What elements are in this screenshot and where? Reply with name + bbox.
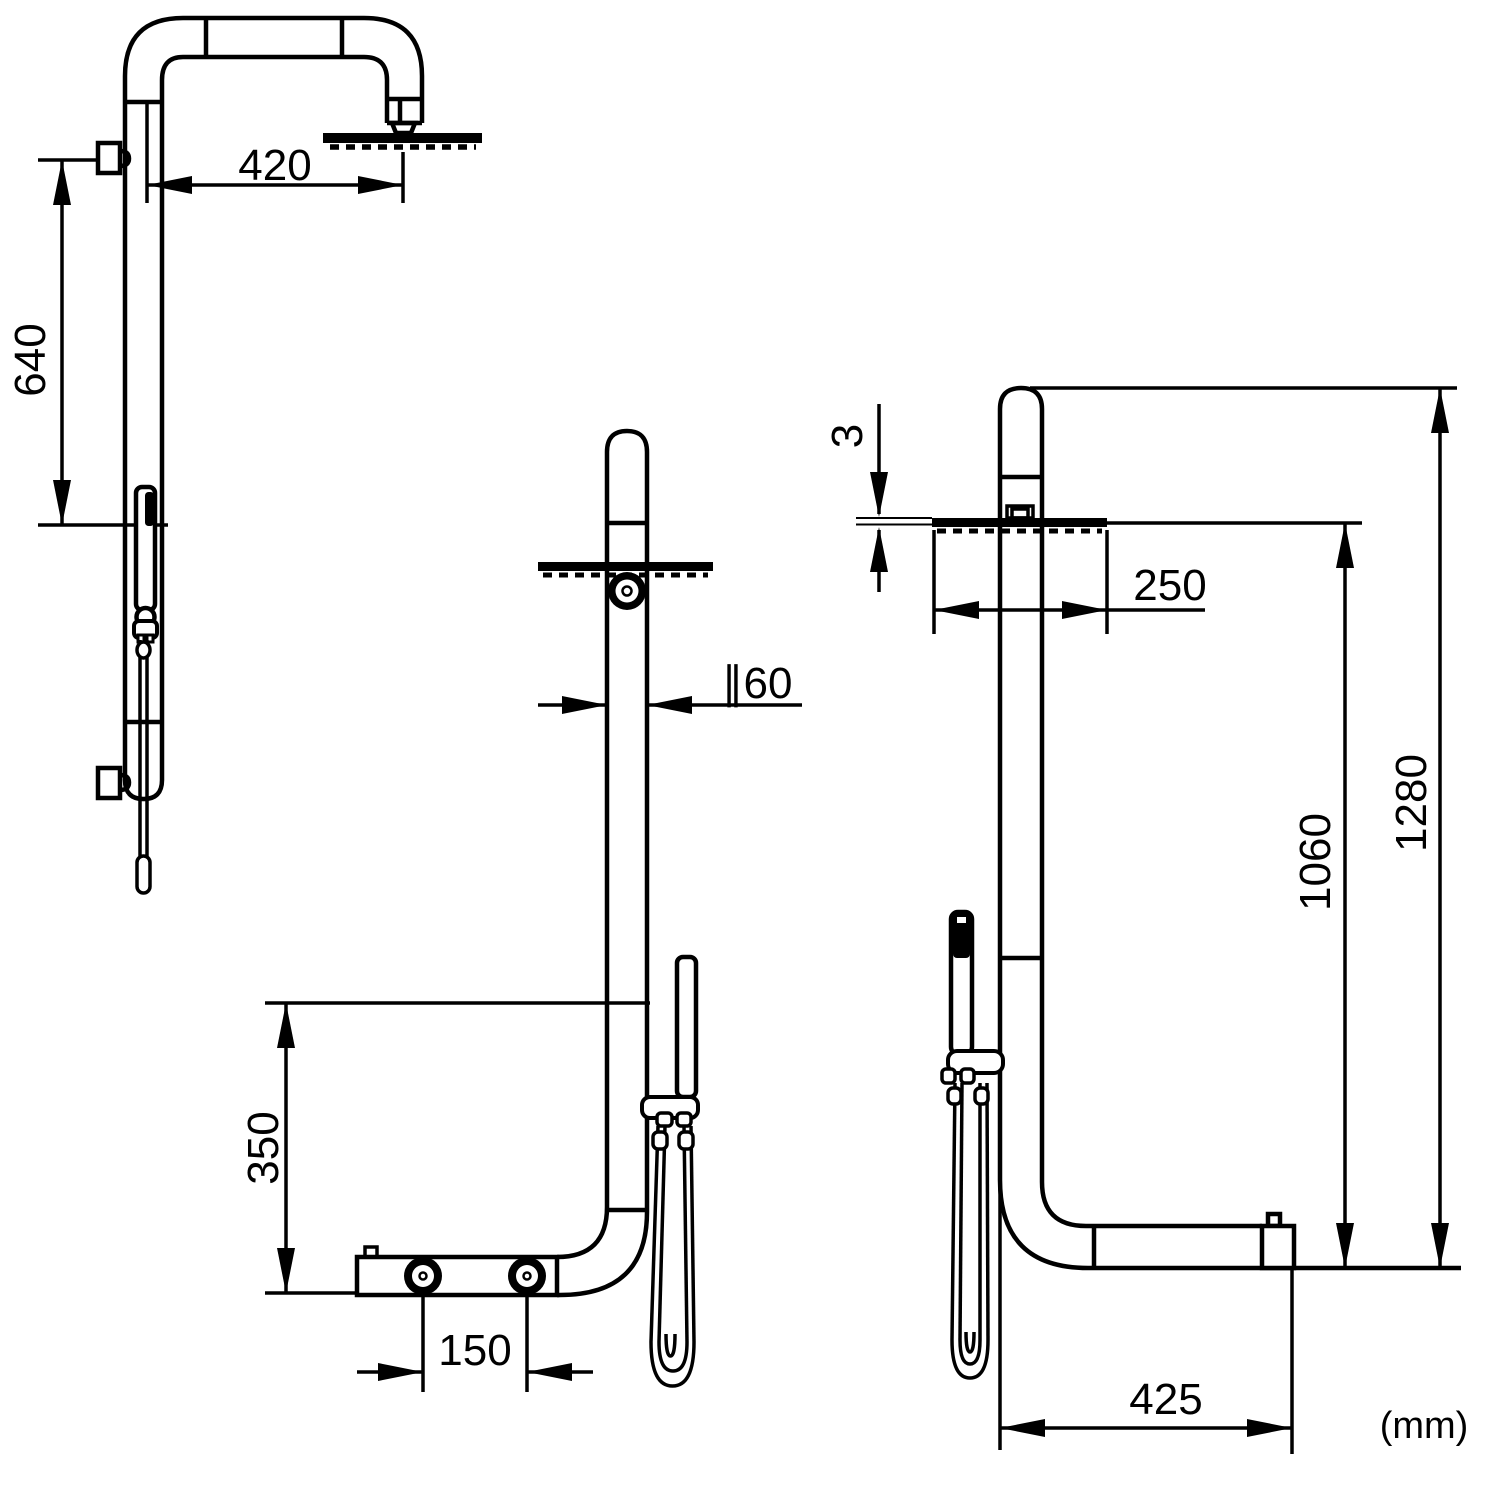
dim-640-label: 640 (6, 323, 55, 396)
unit-label: (mm) (1380, 1405, 1469, 1447)
hand-shower-profile (940, 909, 1005, 1380)
valve-knob-left (404, 1257, 442, 1295)
arrowhead (870, 472, 888, 517)
dim-425-label: 425 (1129, 1375, 1202, 1424)
arrowhead (934, 601, 979, 619)
column-pipe (122, 102, 165, 802)
arrowhead (1336, 523, 1354, 568)
arrowhead (647, 696, 692, 714)
rain-shower-head (323, 133, 482, 150)
head-flange-lines (856, 517, 932, 526)
dim-250-label: 250 (1133, 561, 1206, 610)
arrowhead (1431, 1223, 1449, 1268)
gooseneck-arm (122, 15, 425, 136)
column-pipe-side (556, 428, 650, 1298)
arrowhead (53, 160, 71, 205)
dim-350-label: 350 (239, 1111, 288, 1184)
wall-bracket-bottom (95, 765, 132, 801)
hose-loop (649, 1125, 696, 1388)
dim-60-label: ∥60 (722, 659, 793, 708)
arrowhead (870, 527, 888, 572)
pipe-end-cap (1259, 1211, 1297, 1271)
dim-extensions (1030, 386, 1457, 525)
arrowhead (147, 176, 192, 194)
dim-640 (38, 158, 168, 527)
dim-1280-label: 1280 (1387, 754, 1436, 852)
wall-bracket-top (95, 140, 132, 176)
arrowhead (1336, 1223, 1354, 1268)
arrowhead (358, 176, 403, 194)
arrowhead (277, 1003, 295, 1048)
head-connector (1005, 504, 1035, 520)
arrowhead (1431, 388, 1449, 433)
hand-shower-side (640, 954, 700, 1388)
hand-shower-hose (138, 640, 149, 858)
dim-425 (998, 1185, 1294, 1454)
rain-head-profile (932, 518, 1107, 534)
dim-1060-label: 1060 (1291, 813, 1340, 911)
front-view: 420 640 (6, 15, 482, 895)
dim-420-label: 420 (238, 141, 311, 190)
arrowhead (527, 1363, 572, 1381)
arrowhead (1062, 601, 1107, 619)
valve-knob-right (508, 1257, 546, 1295)
hose-end-cap (135, 854, 152, 895)
diverter-knob (608, 572, 646, 610)
arrowhead (1000, 1419, 1045, 1437)
dim-150-label: 150 (438, 1326, 511, 1375)
side-view: ∥60 350 150 (239, 428, 802, 1392)
hand-shower-front (132, 484, 159, 895)
arrowhead (562, 696, 607, 714)
arrowhead (53, 480, 71, 525)
profile-view: 3 250 1060 1280 425 (mm) (823, 385, 1469, 1454)
arrowhead (378, 1363, 423, 1381)
arrowhead (1247, 1419, 1292, 1437)
dim-3-label: 3 (823, 424, 872, 448)
dim-350 (265, 1001, 650, 1295)
arrowhead (277, 1248, 295, 1293)
valve-body (354, 1245, 560, 1298)
hose-loop-profile (950, 1082, 990, 1380)
